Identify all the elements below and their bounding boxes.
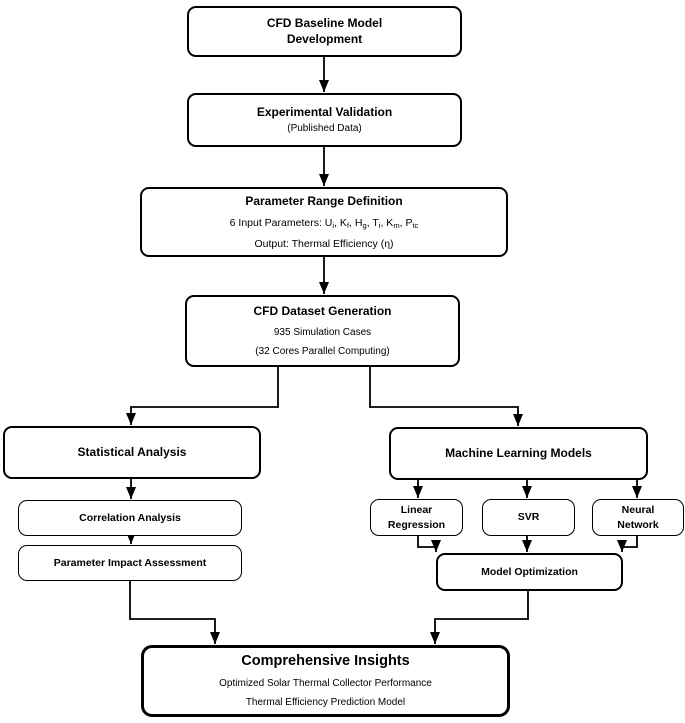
parameter-subscript: f — [346, 220, 350, 230]
node-title: Model Optimization — [481, 565, 578, 578]
edge-optimization-to-insights — [430, 591, 529, 644]
node-line2: Thermal Efficiency Prediction Model — [245, 696, 406, 708]
node-comprehensive-insights: Comprehensive Insights Optimized Solar T… — [141, 645, 510, 717]
parameter-subscript: m — [393, 220, 400, 230]
node-parameter-impact-assessment: Parameter Impact Assessment — [18, 545, 242, 581]
node-parameter-range-definition: Parameter Range Definition 6 Input Param… — [140, 187, 508, 257]
node-cfd-baseline-model-development: CFD Baseline Model Development — [187, 6, 462, 57]
node-correlation-analysis: Correlation Analysis — [18, 500, 242, 536]
parameter-subscript: g — [362, 220, 367, 230]
parameter-subscript: tc — [412, 220, 419, 230]
node-line1: Optimized Solar Thermal Collector Perfor… — [219, 677, 432, 689]
node-statistical-analysis: Statistical Analysis — [3, 426, 261, 479]
node-experimental-validation: Experimental Validation (Published Data) — [187, 93, 462, 147]
node-title: Experimental Validation — [256, 105, 393, 120]
node-cfd-dataset-generation: CFD Dataset Generation 935 Simulation Ca… — [185, 295, 460, 367]
node-subtitle: (Published Data) — [287, 122, 362, 134]
node-line2: (32 Cores Parallel Computing) — [255, 345, 390, 357]
edge-dataset-to-statistical — [126, 367, 279, 425]
node-machine-learning-models: Machine Learning Models — [389, 427, 648, 480]
node-title: Parameter Range Definition — [245, 193, 403, 208]
node-title: CFD Baseline Model Development — [266, 15, 383, 46]
node-title: SVR — [517, 511, 540, 524]
node-svr: SVR — [482, 499, 575, 536]
edge-linear-regression-to-optimization — [417, 536, 441, 552]
edge-impact-to-insights — [129, 581, 220, 644]
edge-dataset-to-ml-models — [369, 367, 523, 426]
node-title: Neural Network — [617, 504, 659, 531]
node-model-optimization: Model Optimization — [436, 553, 623, 591]
parameter-inputs-line: 6 Input Parameters: Ui, Kf, Hg, Ti, Km, … — [229, 217, 419, 230]
node-title: Correlation Analysis — [79, 511, 181, 524]
parameter-subscript: i — [332, 220, 335, 230]
node-title: Parameter Impact Assessment — [53, 556, 207, 569]
node-title: Comprehensive Insights — [241, 653, 410, 670]
parameter-subscript: i — [378, 220, 381, 230]
node-title: Linear Regression — [387, 504, 446, 531]
node-line1: 935 Simulation Cases — [273, 326, 372, 338]
node-title: Machine Learning Models — [445, 445, 592, 460]
edge-neural-network-to-optimization — [617, 536, 638, 552]
parameter-output-line: Output: Thermal Efficiency (η) — [254, 237, 394, 250]
node-linear-regression: Linear Regression — [370, 499, 463, 536]
node-title: Statistical Analysis — [77, 444, 187, 459]
node-title: CFD Dataset Generation — [253, 304, 392, 319]
node-neural-network: Neural Network — [592, 499, 684, 536]
